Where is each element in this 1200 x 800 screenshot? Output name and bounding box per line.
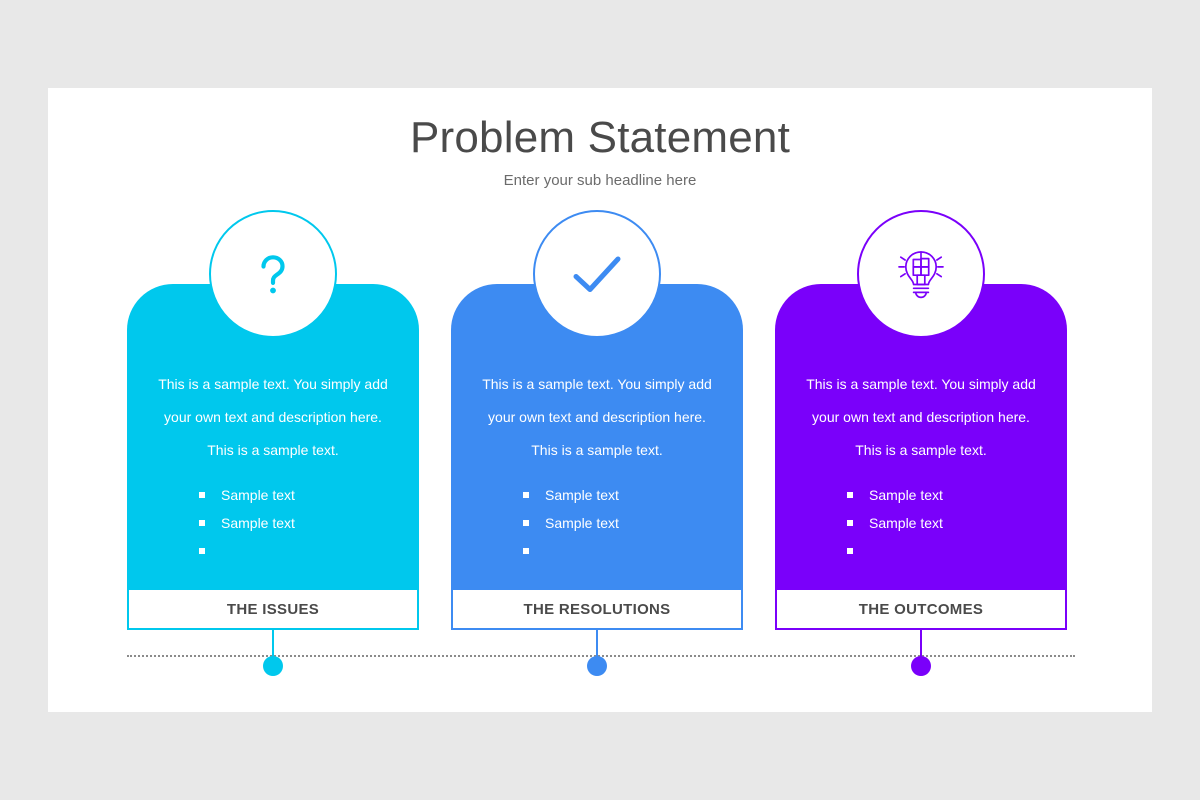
card-paragraph: This is a sample text. You simply add yo… — [482, 376, 712, 458]
footer-label: THE RESOLUTIONS — [523, 600, 671, 618]
footer-label: THE OUTCOMES — [858, 600, 984, 618]
list-item — [523, 537, 671, 565]
footer-outcomes[interactable]: THE OUTCOMES — [775, 588, 1067, 630]
timeline-node-outcomes[interactable] — [911, 656, 931, 676]
card-body: This is a sample text. You simply add yo… — [775, 368, 1067, 565]
footer-issues[interactable]: THE ISSUES — [127, 588, 419, 630]
timeline-node-issues[interactable] — [263, 656, 283, 676]
card-body: This is a sample text. You simply add yo… — [451, 368, 743, 565]
list-item: Sample text — [199, 481, 347, 509]
lightbulb-puzzle-icon — [857, 210, 985, 338]
slide-canvas: Problem Statement Enter your sub headlin… — [48, 88, 1152, 712]
question-mark-icon — [209, 210, 337, 338]
footer-label: THE ISSUES — [226, 600, 320, 618]
list-item: Sample text — [847, 481, 995, 509]
list-item — [199, 537, 347, 565]
card-body: This is a sample text. You simply add yo… — [127, 368, 419, 565]
check-mark-icon — [533, 210, 661, 338]
columns-container: This is a sample text. You simply add yo… — [48, 88, 1152, 712]
list-item — [847, 537, 995, 565]
list-item: Sample text — [523, 481, 671, 509]
footer-resolutions[interactable]: THE RESOLUTIONS — [451, 588, 743, 630]
list-item: Sample text — [199, 509, 347, 537]
page-title: Problem Statement — [409, 113, 791, 162]
page-subtitle: Enter your sub headline here — [503, 172, 697, 189]
card-paragraph: This is a sample text. You simply add yo… — [806, 376, 1036, 458]
list-item: Sample text — [523, 509, 671, 537]
list-item: Sample text — [847, 509, 995, 537]
card-paragraph: This is a sample text. You simply add yo… — [158, 376, 388, 458]
timeline-node-resolutions[interactable] — [587, 656, 607, 676]
connector-stem — [920, 630, 922, 662]
connector-stem — [272, 630, 274, 662]
connector-stem — [596, 630, 598, 662]
